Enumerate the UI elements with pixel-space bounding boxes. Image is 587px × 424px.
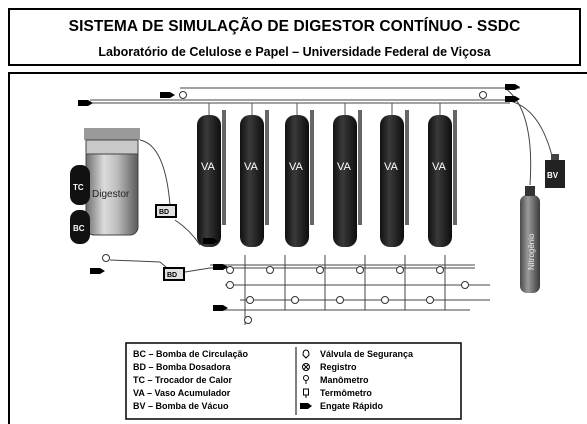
legend-item-bv: BV – Bomba de Vácuo [133, 401, 229, 411]
nitrogen-label: Nitrogênio [527, 233, 536, 270]
quick-coupling-icon [505, 96, 520, 102]
register-valve-icon [461, 281, 469, 289]
va-label-3: VA [289, 161, 304, 173]
va-label-1: VA [201, 161, 216, 173]
diagram-border [8, 72, 587, 424]
vessel-va-1: VA [197, 103, 226, 247]
vessel-va-6: VA [428, 103, 457, 247]
legend-item-bd: BD – Bomba Dosadora [133, 362, 232, 372]
vacuum-pump-bv: BV [545, 154, 565, 188]
legend-item-va: VA – Vaso Acumulador [133, 388, 231, 398]
register-valves [102, 91, 487, 324]
quick-coupling-icon [160, 92, 175, 98]
bc-label: BC [73, 224, 85, 233]
dosing-pump-bd-1: BD [155, 204, 177, 218]
register-valve-icon [336, 296, 344, 304]
heat-exchanger-tc: TC [70, 165, 90, 205]
quick-coupling-icon [203, 238, 218, 244]
quick-coupling-icon [78, 100, 93, 106]
digestor-tank: Digestor [84, 128, 140, 236]
quick-coupling-icon [213, 305, 228, 311]
legend-item-register: Registro [320, 362, 357, 372]
bd-label-2: BD [167, 272, 177, 279]
register-valve-icon [436, 266, 444, 274]
register-valve-icon [426, 296, 434, 304]
register-valve-icon [226, 266, 234, 274]
legend: BC – Bomba de Circulação BD – Bomba Dosa… [125, 342, 462, 420]
circulation-pump-bc: BC [70, 210, 90, 244]
va-label-4: VA [337, 161, 352, 173]
quick-coupling-icon [505, 84, 520, 90]
legend-box [125, 342, 462, 420]
va-label-2: VA [244, 161, 259, 173]
legend-item-safety-valve: Válvula de Segurança [320, 349, 414, 359]
tc-label: TC [73, 183, 84, 192]
register-valve-icon [179, 91, 187, 99]
register-valve-icon [226, 281, 234, 289]
register-valve-icon [291, 296, 299, 304]
quick-couplings [78, 84, 520, 311]
page-subtitle: Laboratório de Celulose e Papel – Univer… [98, 45, 491, 59]
quick-coupling-icon [90, 268, 105, 274]
vessel-va-3: VA [285, 103, 314, 247]
nitrogen-cylinder: Nitrogênio [520, 186, 540, 293]
quick-coupling-icon [213, 264, 228, 270]
bv-label: BV [547, 171, 559, 180]
vessel-va-5: VA [380, 103, 409, 247]
page-title: SISTEMA DE SIMULAÇÃO DE DIGESTOR CONTÍNU… [68, 18, 521, 35]
legend-item-manometer: Manômetro [320, 375, 369, 385]
va-label-5: VA [384, 161, 399, 173]
register-valve-icon [356, 266, 364, 274]
register-valve-icon [396, 266, 404, 274]
safety-valve-icon [302, 349, 310, 359]
legend-item-thermometer: Termômetro [320, 388, 372, 398]
vessel-va-2: VA [240, 103, 269, 247]
thermometer-icon [303, 388, 309, 398]
legend-item-tc: TC – Trocador de Calor [133, 375, 233, 385]
title-box: SISTEMA DE SIMULAÇÃO DE DIGESTOR CONTÍNU… [8, 8, 581, 66]
va-label-6: VA [432, 161, 447, 173]
register-valve-icon [316, 266, 324, 274]
vessel-va-4: VA [333, 103, 362, 247]
register-valve-icon [479, 91, 487, 99]
legend-item-bc: BC – Bomba de Circulação [133, 349, 249, 359]
register-valve-icon [246, 296, 254, 304]
register-valve-icon [266, 266, 274, 274]
digestor-label: Digestor [92, 189, 130, 200]
quick-coupling-icon [300, 403, 312, 409]
register-valve-icon [381, 296, 389, 304]
legend-item-quick-coupling: Engate Rápido [320, 401, 384, 411]
register-valve-icon [302, 363, 310, 371]
register-valve-icon [102, 254, 110, 262]
dosing-pump-bd-2: BD [163, 267, 185, 281]
bd-label-1: BD [159, 209, 169, 216]
register-valve-icon [244, 316, 252, 324]
manometer-icon [303, 375, 309, 384]
